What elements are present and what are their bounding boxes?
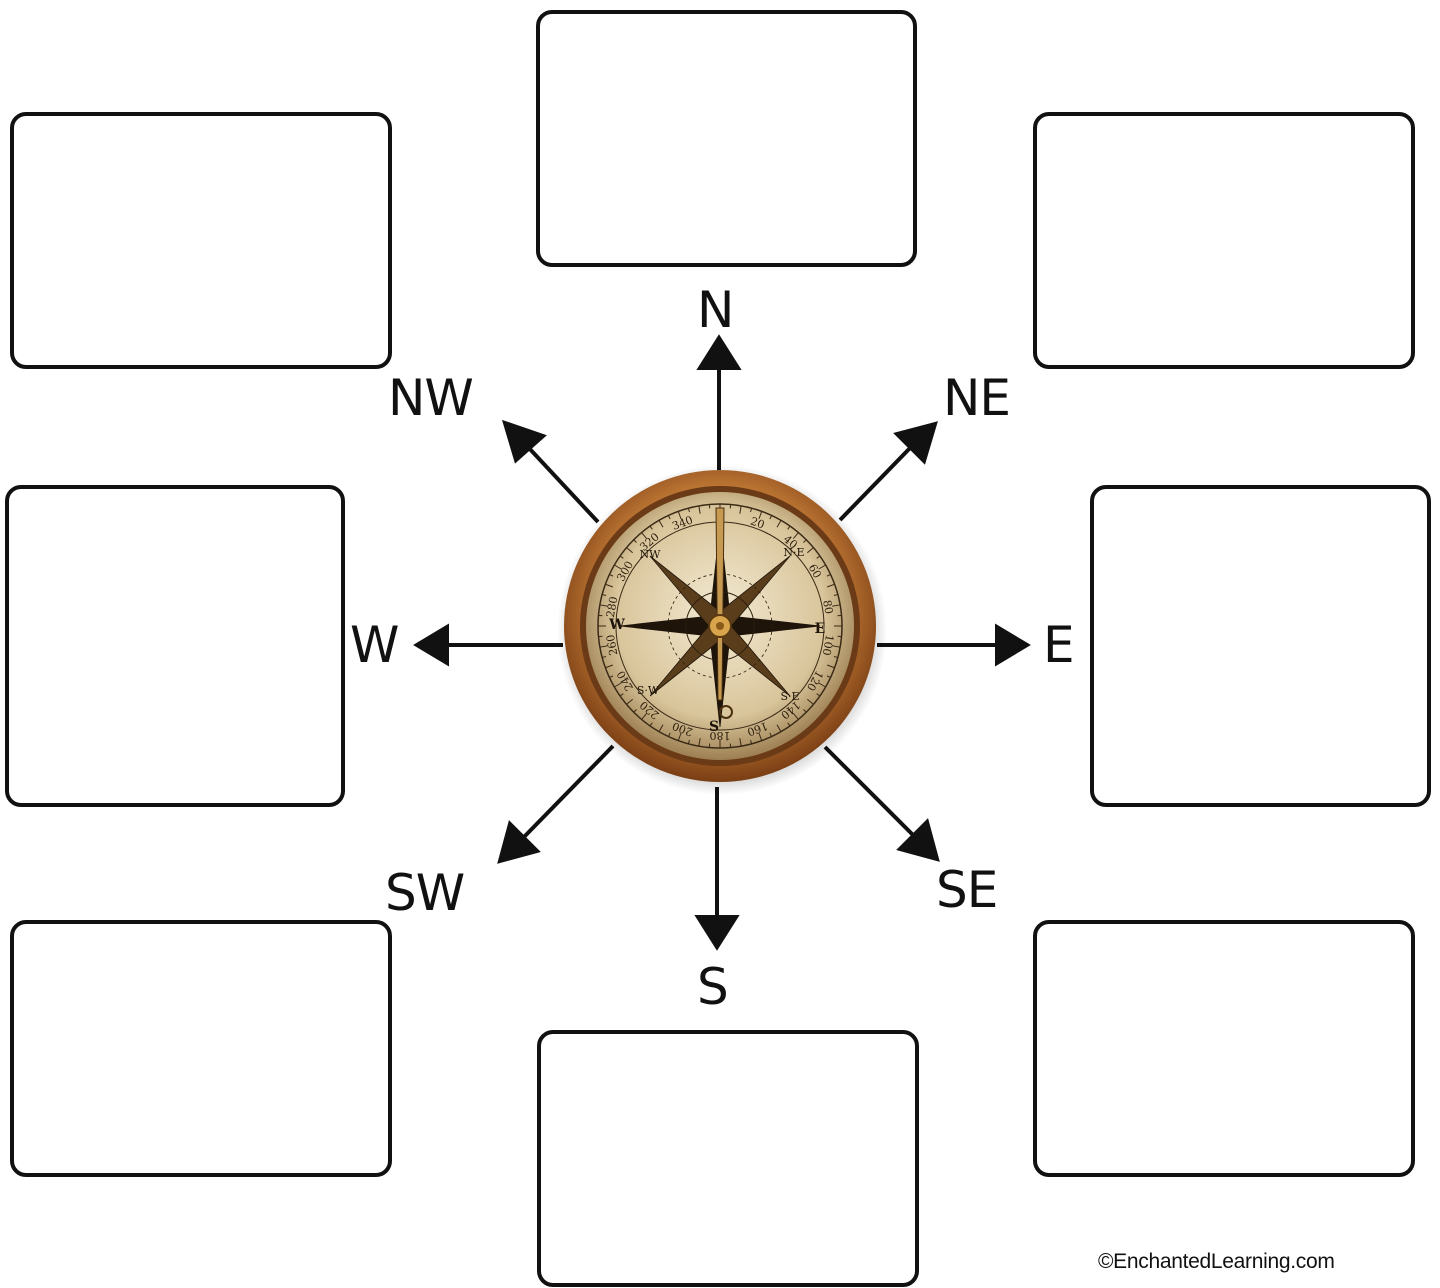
arrow-sw bbox=[523, 746, 613, 838]
direction-label-s: S bbox=[697, 962, 728, 1012]
dial-sw-label: S·W bbox=[637, 684, 660, 697]
arrowhead-w-icon bbox=[417, 627, 447, 663]
direction-label-ne: NE bbox=[943, 373, 1010, 423]
copyright-credit: ©EnchantedLearning.com bbox=[1098, 1250, 1335, 1274]
dial-s-label: S bbox=[709, 719, 719, 735]
arrowhead-s-icon bbox=[698, 917, 736, 947]
dial-ne-label: N·E bbox=[783, 546, 804, 559]
direction-label-nw: NW bbox=[388, 373, 473, 423]
arrowhead-e-icon bbox=[997, 627, 1027, 663]
direction-label-w: W bbox=[350, 620, 398, 670]
dial-e-label: E bbox=[815, 621, 826, 637]
dial-w-label: W bbox=[608, 617, 625, 633]
direction-label-n: N bbox=[697, 285, 733, 335]
arrow-nw bbox=[528, 447, 598, 522]
arrow-ne bbox=[840, 446, 912, 520]
direction-label-se: SE bbox=[936, 865, 997, 915]
arrowhead-n-icon bbox=[700, 338, 738, 368]
arrow-se bbox=[825, 747, 914, 836]
direction-label-sw: SW bbox=[385, 868, 464, 918]
dial-se-label: S·E bbox=[780, 690, 799, 703]
compass-icon: 0204060801001201401601802002202402602803… bbox=[557, 465, 887, 795]
direction-label-e: E bbox=[1043, 620, 1074, 670]
dial-degree-label: 80 bbox=[820, 599, 835, 615]
dial-nw-label: NW bbox=[640, 548, 662, 561]
